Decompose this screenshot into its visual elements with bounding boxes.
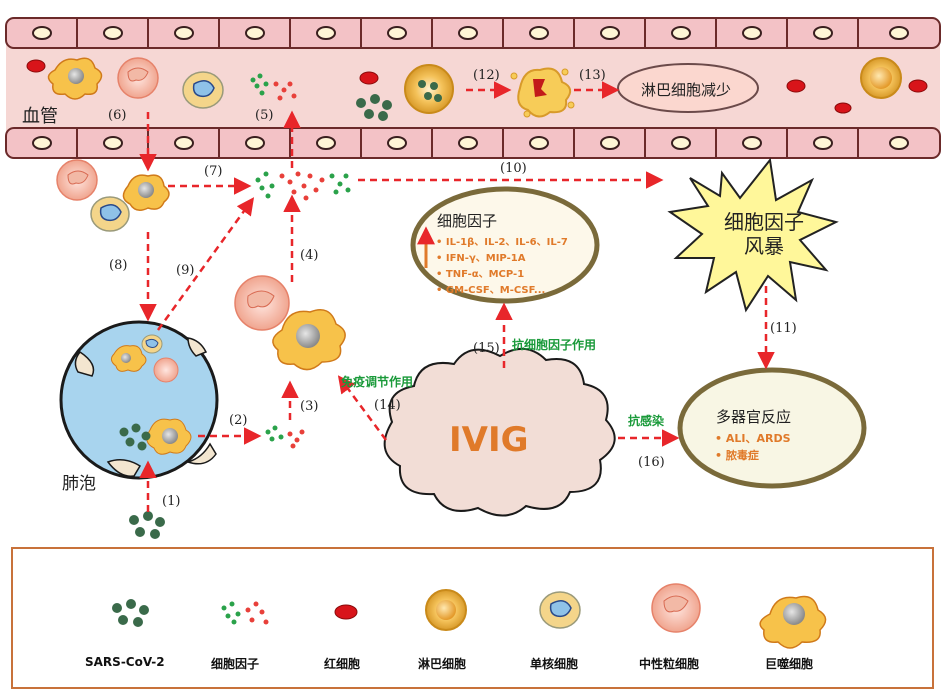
cytokine-box-title: 细胞因子 <box>437 212 498 230</box>
step-label: (8) <box>109 258 128 273</box>
legend-label-monocyte: 单核细胞 <box>530 657 579 671</box>
sars-cov-2-icon <box>129 511 165 539</box>
neutrophil-icon <box>56 159 98 201</box>
step-label: (12) <box>473 68 500 83</box>
step-label: (2) <box>229 413 248 428</box>
multi-organ-node <box>677 367 867 489</box>
legend-label-macrophage: 巨噬细胞 <box>765 657 814 671</box>
alveolus-label: 肺泡 <box>62 474 96 494</box>
arrow-14 <box>337 375 388 441</box>
vessel-lower-wall <box>5 127 941 159</box>
macrophage-icon <box>272 309 346 371</box>
cytokine-icon <box>265 425 305 449</box>
step-label: (10) <box>500 161 527 176</box>
infected-lymphocyte-icon <box>404 64 454 114</box>
storm-label-line2: 风暴 <box>744 234 784 258</box>
arrows <box>139 81 775 512</box>
cytokine-list-node <box>410 186 600 304</box>
ivig-label: IVIG <box>449 420 529 460</box>
multi-organ-item: • 脓毒症 <box>715 449 759 462</box>
cytokine-item: • IFN-γ、MIP-1A <box>436 253 526 264</box>
step-label: (13) <box>579 68 606 83</box>
legend <box>11 547 934 689</box>
legend-label-red-blood-cell: 红细胞 <box>324 657 361 671</box>
step-label: (15) <box>473 341 500 356</box>
step-label: (11) <box>770 321 797 336</box>
storm-label-line1: 细胞因子 <box>724 210 804 234</box>
macrophage-icon <box>110 345 147 372</box>
legend-sars-cov-2-icon <box>112 599 149 627</box>
ivig-node <box>383 348 616 517</box>
step-label: (7) <box>204 164 223 179</box>
legend-label-sars-cov-2: SARS-CoV-2 <box>85 655 165 669</box>
legend-lymphocyte-icon <box>425 589 467 631</box>
anti-cytokine-label: 抗细胞因子作用 <box>512 338 597 352</box>
multi-organ-title: 多器官反应 <box>716 408 792 426</box>
macrophage-icon <box>47 57 103 100</box>
red-blood-cell-icon <box>834 102 852 114</box>
legend-label-cytokine: 细胞因子 <box>211 657 260 671</box>
macrophage-icon <box>122 174 170 211</box>
cytokine-icon <box>250 73 297 101</box>
monocyte-icon <box>141 334 163 354</box>
sars-cov-2-icon <box>119 423 151 451</box>
legend-label-lymphocyte: 淋巴细胞 <box>418 657 467 671</box>
step-label: (4) <box>300 248 319 263</box>
multi-organ-item: • ALI、ARDS <box>715 432 791 445</box>
blood-vessel <box>5 17 941 159</box>
immune-regulation-label: 免疫调节作用 <box>341 375 414 389</box>
neutrophil-icon <box>153 357 179 383</box>
step-label: (9) <box>176 263 195 278</box>
step-label: (6) <box>108 108 127 123</box>
cytokine-storm-node <box>667 157 839 313</box>
neutrophil-icon <box>117 57 159 99</box>
anti-infection-label: 抗感染 <box>628 414 665 428</box>
left-migrating-cells <box>56 159 170 232</box>
legend-cytokine-icon <box>221 601 269 625</box>
monocyte-icon <box>90 196 130 232</box>
sars-cov-2-icon <box>356 94 392 121</box>
step-label: (3) <box>300 399 319 414</box>
vessel-cells <box>26 57 928 121</box>
step-label: (14) <box>374 398 401 413</box>
legend-macrophage-icon <box>759 595 827 649</box>
macrophage-icon <box>146 418 192 455</box>
red-blood-cell-icon <box>786 79 806 93</box>
alveolus <box>59 320 219 480</box>
cytokine-item: • TNF-α、MCP-1 <box>436 269 525 280</box>
legend-label-neutrophil: 中性粒细胞 <box>639 657 700 671</box>
cytokine-item: • IL-1β、IL-2、IL-6、IL-7 <box>436 237 568 248</box>
cytokine-item: • GM-CSF、M-CSF... <box>436 285 546 296</box>
cytokine-cluster <box>255 171 351 201</box>
red-blood-cell-icon <box>908 79 928 93</box>
step-label: (5) <box>255 108 274 123</box>
lymphopenia-label: 淋巴细胞减少 <box>641 81 732 99</box>
vessel-label: 血管 <box>22 106 58 127</box>
apoptotic-lymphocyte-icon <box>510 67 575 118</box>
neutrophil-icon <box>234 275 290 331</box>
legend-monocyte-icon <box>539 591 581 629</box>
activated-cells <box>234 275 346 371</box>
monocyte-icon <box>182 71 224 109</box>
arrow-9 <box>156 197 255 331</box>
red-blood-cell-icon <box>26 59 46 73</box>
lymphocyte-icon <box>860 57 902 99</box>
red-blood-cell-icon <box>359 71 379 85</box>
step-label: (16) <box>638 455 665 470</box>
legend-red-blood-cell-icon <box>334 604 358 620</box>
legend-neutrophil-icon <box>651 583 701 633</box>
step-label: (1) <box>162 494 181 509</box>
vessel-upper-wall <box>5 17 941 49</box>
